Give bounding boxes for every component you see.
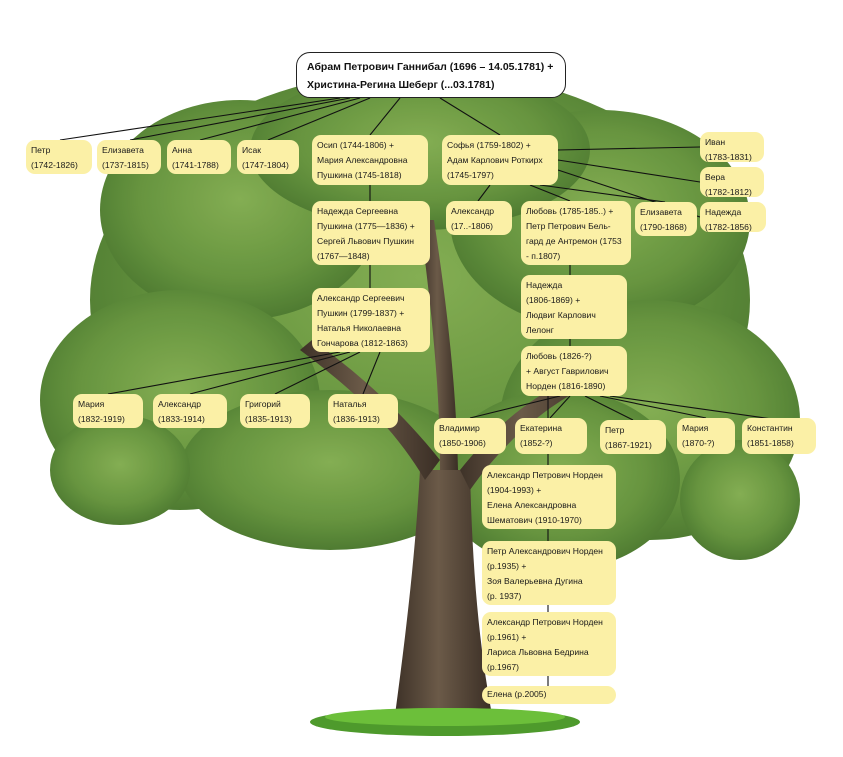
person-petr-1867: Петр (1867-1921): [600, 420, 666, 454]
person-nadezhda-1782: Надежда (1782-1856): [700, 202, 766, 232]
connector-line: [539, 184, 666, 203]
person-petr-1742: Петр (1742-1826): [26, 140, 92, 174]
connector-line: [549, 395, 571, 419]
person-nadezhda-sergeevna-couple: Надежда Сергеевна Пушкина (1775—1836) + …: [312, 201, 430, 265]
person-elizaveta-1737: Елизавета (1737-1815): [97, 140, 161, 174]
person-mariya-1832: Мария (1832-1919): [73, 394, 143, 428]
person-aleksandr-17xx: Александр (17..-1806): [446, 201, 512, 235]
person-nadezhda-lelong-couple: Надежда (1806-1869) + Людвиг Карлович Ле…: [521, 275, 627, 339]
connector-line: [529, 184, 571, 202]
connector-line: [609, 395, 780, 421]
connector-line: [107, 351, 341, 395]
person-elizaveta-1790: Елизавета (1790-1868): [635, 202, 697, 236]
connector-line: [59, 97, 341, 141]
root-couple-box: Абрам Петрович Ганнибал (1696 – 14.05.17…: [296, 52, 566, 98]
person-mariya-1870: Мария (1870-?): [677, 418, 735, 454]
person-ivan-1783: Иван (1783-1831): [700, 132, 764, 162]
connector-line: [557, 146, 701, 151]
connector-line: [584, 395, 634, 421]
connector-line: [369, 97, 401, 136]
person-natalya-1836: Наталья (1836-1913): [328, 394, 398, 428]
connector-line: [599, 395, 707, 419]
connector-line: [267, 97, 371, 141]
person-elena-2005: Елена (р.2005): [482, 686, 616, 704]
connector-line: [199, 97, 361, 141]
person-petr-norden-couple: Петр Александрович Норден (р.1935) + Зоя…: [482, 541, 616, 605]
person-ekaterina-1852: Екатерина (1852-?): [515, 418, 587, 454]
person-vera-1782: Вера (1782-1812): [700, 167, 764, 197]
person-vladimir-1850: Владимир (1850-1906): [434, 418, 506, 454]
connectors: [59, 97, 780, 686]
person-anna-1741: Анна (1741-1788): [167, 140, 231, 174]
person-grigoriy-1835: Григорий (1835-1913): [240, 394, 310, 428]
connector-line: [557, 159, 701, 183]
connector-line: [362, 351, 381, 395]
person-lyubov-norden-couple: Любовь (1826-?) + Август Гаврилович Норд…: [521, 346, 627, 396]
person-sofya-couple: Софья (1759-1802) + Адам Карлович Роткир…: [442, 135, 558, 185]
person-konstantin-1851: Константин (1851-1858): [742, 418, 816, 454]
connector-line: [189, 351, 351, 395]
grass: [310, 708, 580, 736]
connector-line: [469, 395, 561, 419]
trunk: [300, 220, 596, 715]
person-aleksandr-norden-couple: Александр Петрович Норден (1904-1993) + …: [482, 465, 616, 529]
connector-line: [439, 97, 501, 136]
person-pushkin-couple: Александр Сергеевич Пушкин (1799-1837) +…: [312, 288, 430, 352]
person-osip-couple: Осип (1744-1806) + Мария Александровна П…: [312, 135, 428, 185]
connector-line: [274, 351, 361, 395]
connector-line: [477, 184, 491, 202]
person-isak-1747: Исак (1747-1804): [237, 140, 299, 174]
person-aleksandr-1833: Александр (1833-1914): [153, 394, 227, 428]
person-lyubov-couple: Любовь (1785-185..) + Петр Петрович Бель…: [521, 201, 631, 265]
person-aleksandr-norden2-couple: Александр Петрович Норден (р.1961) + Лар…: [482, 612, 616, 676]
connector-line: [129, 97, 351, 141]
